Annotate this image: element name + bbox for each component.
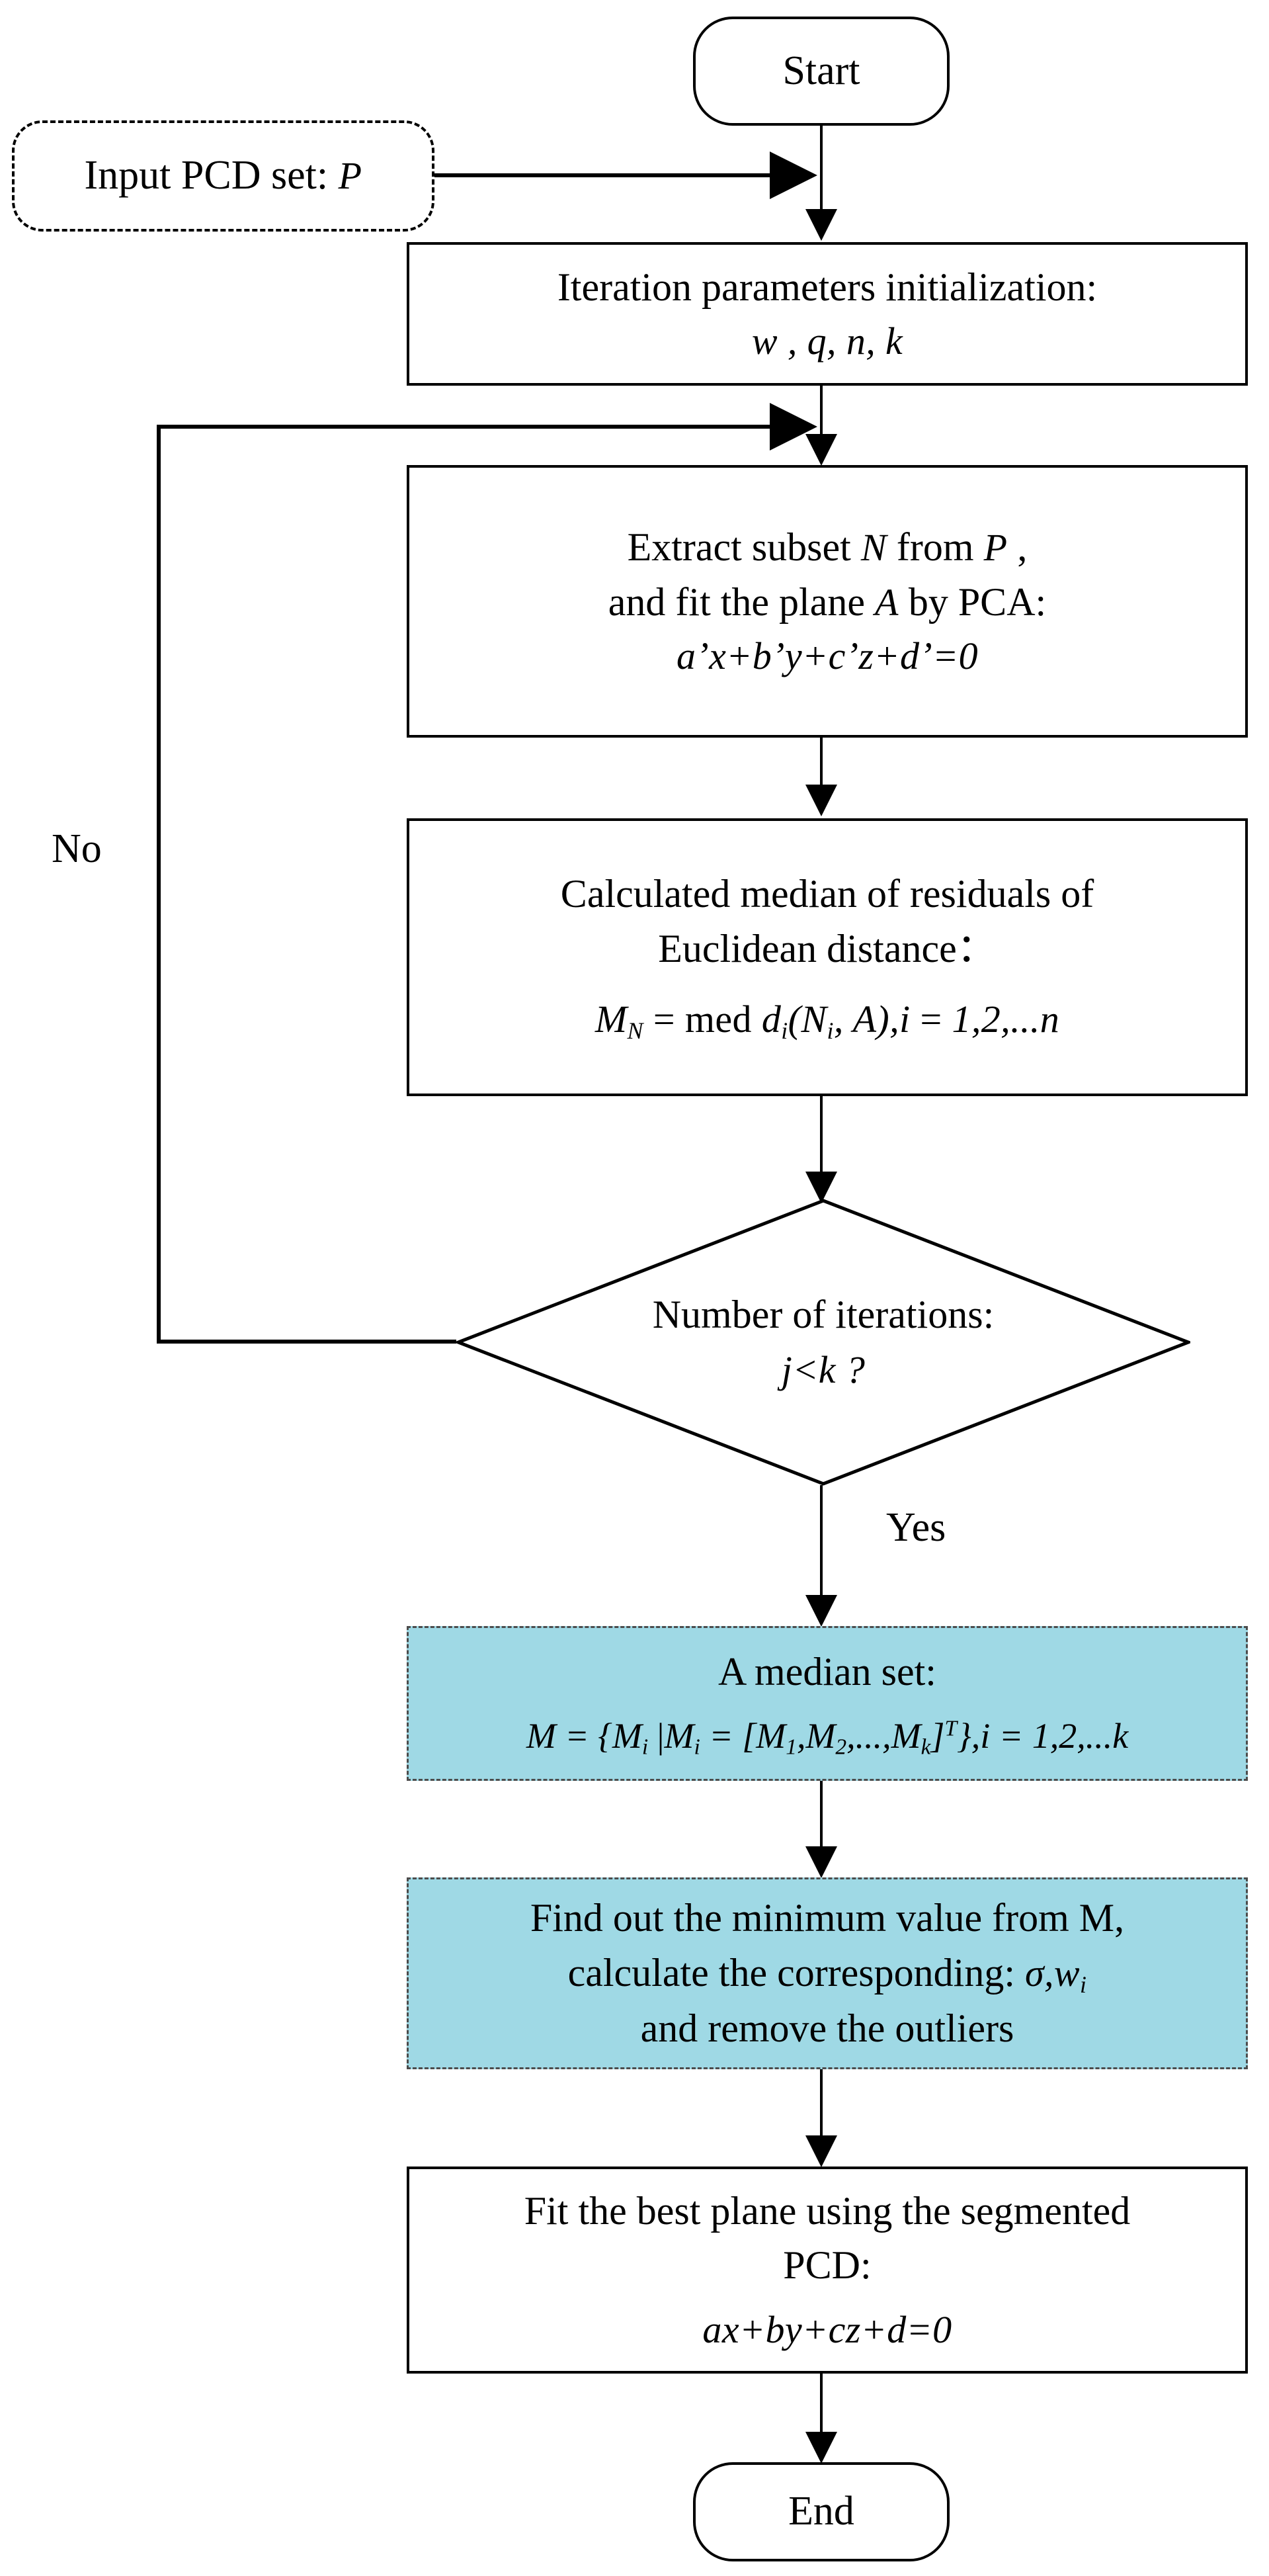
node-extract-line3: a’x+b’y+c’z+d’=0 [676,634,978,677]
node-minimum-line2: calculate the corresponding: σ,wi [567,1950,1087,1998]
node-input-pcd[interactable]: Input PCD set: P [12,120,434,232]
node-median-set-line1: A median set: [718,1649,936,1694]
node-fitbest-line3: ax+by+cz+d=0 [702,2308,952,2352]
node-fitbest-line2: PCD: [783,2243,872,2288]
node-input-pcd-label: Input PCD set: P [85,148,362,204]
edge-label-yes: Yes [886,1505,946,1550]
node-extract-line2: and fit the plane A by PCA: [608,580,1047,624]
node-end[interactable]: End [693,2462,950,2561]
node-find-minimum[interactable]: Find out the minimum value from M, calcu… [407,1877,1248,2069]
node-minimum-line1: Find out the minimum value from M, [530,1895,1125,1940]
node-calculated-median[interactable]: Calculated median of residuals of Euclid… [407,818,1248,1096]
input-pcd-text: Input PCD set: [84,153,329,198]
input-pcd-var: P [338,154,362,198]
node-median-line2: Euclidean distance： [658,926,997,970]
node-init-line2: w , q, n, k [751,319,903,363]
decision-diamond-shape [456,1199,1190,1486]
edge-label-no: No [52,826,102,871]
node-extract-subset[interactable]: Extract subset N from P , and fit the pl… [407,465,1248,738]
node-start[interactable]: Start [693,17,950,126]
node-decision-iterations[interactable]: Number of iterations: j<k ? [456,1199,1190,1486]
node-minimum-line3: and remove the outliers [640,2006,1014,2051]
node-start-label: Start [782,48,860,93]
node-fit-best-plane[interactable]: Fit the best plane using the segmented P… [407,2167,1248,2374]
node-end-label: End [788,2489,854,2534]
node-iteration-init[interactable]: Iteration parameters initialization: w ,… [407,242,1248,386]
node-median-line1: Calculated median of residuals of [560,871,1094,916]
node-init-line1: Iteration parameters initialization: [557,265,1098,310]
node-median-line3: MN = med di(Ni, A),i = 1,2,...n [594,998,1060,1045]
node-fitbest-line1: Fit the best plane using the segmented [524,2188,1131,2233]
node-median-set-line2: M = {Mi |Mi = [M1,M2,...,Mk]T},i = 1,2,.… [526,1715,1129,1759]
node-median-set[interactable]: A median set: M = {Mi |Mi = [M1,M2,...,M… [407,1626,1248,1781]
node-extract-line1: Extract subset N from P , [627,525,1028,570]
